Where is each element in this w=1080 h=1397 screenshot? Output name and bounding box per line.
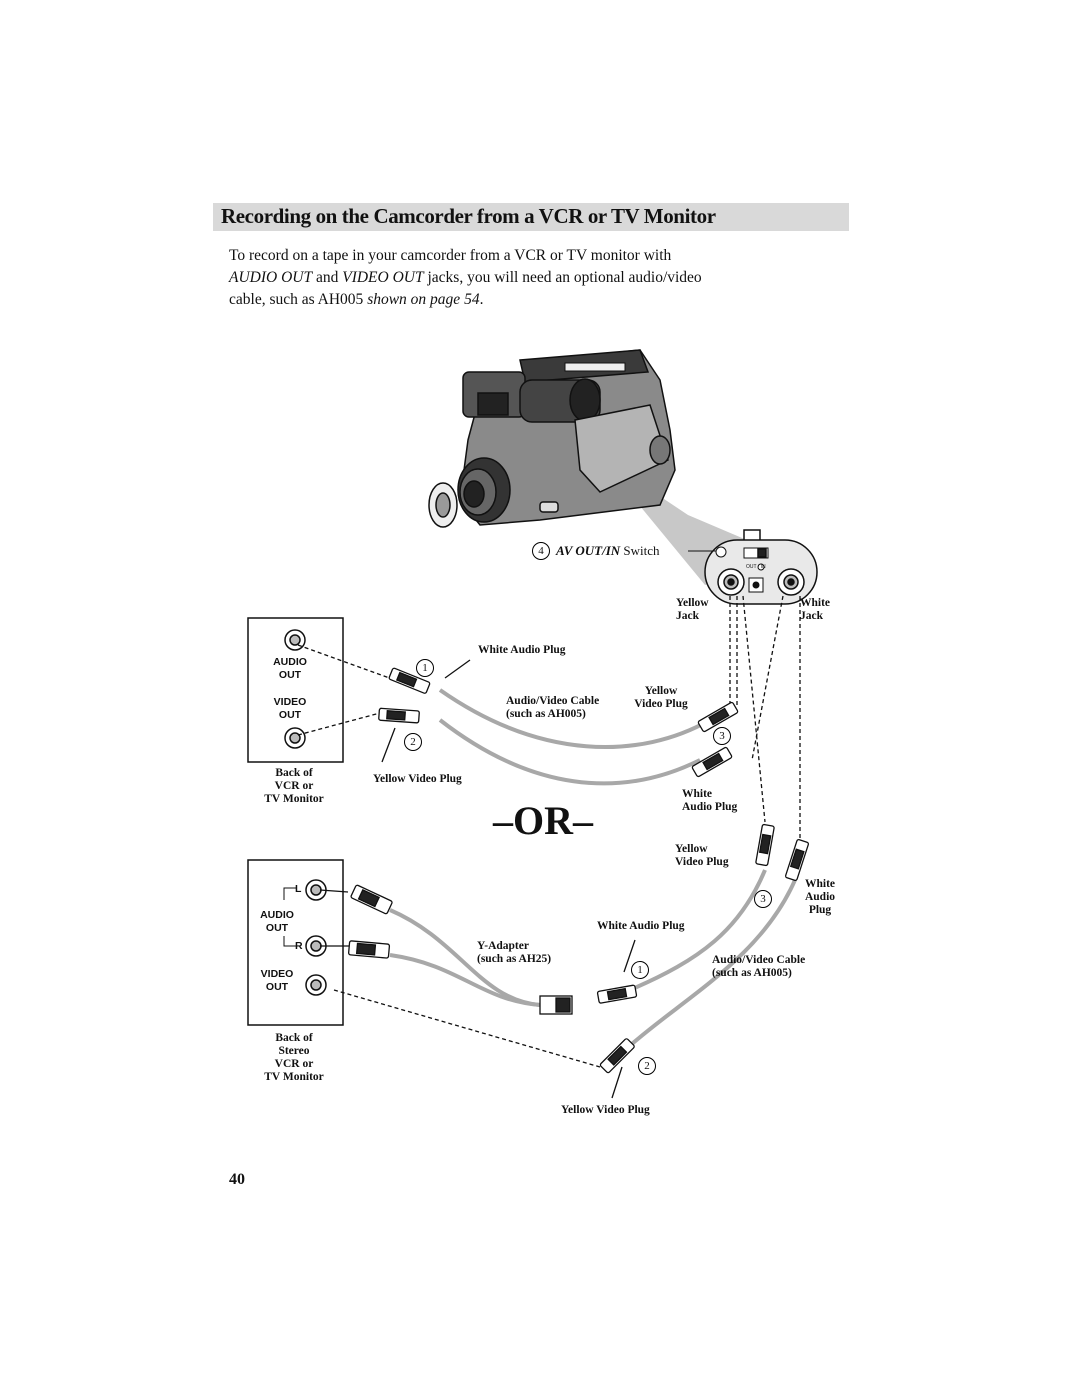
- callout-2-diagram2: 2: [638, 1057, 656, 1075]
- av-jack-panel: [688, 529, 818, 605]
- page-reference: shown on page 54: [367, 291, 480, 308]
- video-out-label-2: VIDEO OUT: [260, 968, 294, 993]
- yellow-jack-label: Yellow Jack: [676, 597, 709, 622]
- yellow-video-plug-label-bottom-2: Yellow Video Plug: [561, 1104, 650, 1116]
- av-cable-label-2: Audio/Video Cable (such as AH005): [712, 954, 806, 979]
- callout-2-diagram1: 2: [404, 733, 422, 751]
- page-number: 40: [229, 1171, 245, 1188]
- vcr-back-panel-1: [247, 617, 344, 763]
- video-out-label-1: VIDEO OUT: [273, 696, 307, 721]
- cable-set-1: [297, 595, 801, 840]
- section-title: Recording on the Camcorder from a VCR or…: [221, 204, 716, 228]
- y-adapter-label: Y-Adapter (such as AH25): [477, 940, 552, 965]
- white-audio-plug-label-2: White Audio Plug: [597, 920, 685, 932]
- intro-paragraph: To record on a tape in your camcorder fr…: [229, 245, 829, 311]
- callout-3-diagram2: 3: [754, 890, 772, 908]
- white-audio-plug-label-right-1: White Audio Plug: [682, 788, 738, 813]
- out-in-small-label: OUT / IN: [746, 564, 766, 570]
- intro-line-2: jacks, you will need an optional audio/v…: [423, 269, 702, 286]
- white-audio-plug-label-right-2: White Audio Plug: [804, 878, 836, 916]
- audio-out-term: AUDIO OUT: [229, 269, 313, 286]
- audio-out-label-2: AUDIO OUT: [260, 909, 294, 934]
- yellow-video-plug-label-left-1: Yellow Video Plug: [373, 773, 462, 785]
- switch-word: Switch: [620, 543, 660, 558]
- plugs-set-2: [348, 823, 810, 1099]
- cable-set-2: [319, 869, 797, 1068]
- camcorder-illustration: [428, 349, 782, 585]
- callout-1-diagram1: 1: [416, 659, 434, 677]
- yellow-video-plug-label-top-2: Yellow Video Plug: [675, 843, 729, 868]
- yellow-video-plug-label-right-1: Yellow Video Plug: [634, 685, 688, 710]
- back-of-stereo-vcr-label: Back of Stereo VCR or TV Monitor: [264, 1032, 324, 1083]
- white-jack-label: White Jack: [800, 597, 831, 622]
- back-of-vcr-label-1: Back of VCR or TV Monitor: [264, 767, 324, 805]
- vcr-back-panel-2: [247, 859, 344, 1026]
- intro-line-3: cable, such as AH005: [229, 291, 368, 308]
- callout-4: 4: [532, 542, 550, 560]
- av-out-in-term: AV OUT/IN: [556, 543, 621, 558]
- section-title-bar: Recording on the Camcorder from a VCR or…: [213, 203, 849, 231]
- or-divider: –OR–: [493, 798, 593, 843]
- intro-line-1: To record on a tape in your camcorder fr…: [229, 247, 672, 264]
- white-audio-plug-label-1: White Audio Plug: [478, 644, 566, 656]
- av-cable-label-1: Audio/Video Cable (such as AH005): [506, 695, 600, 720]
- av-out-in-switch-label: AV OUT/IN Switch: [556, 544, 660, 557]
- intro-and: and: [312, 269, 343, 286]
- video-out-term: VIDEO OUT: [342, 269, 424, 286]
- r-channel-label: R: [295, 940, 303, 952]
- plugs-set-1: [378, 659, 739, 778]
- audio-out-label-1: AUDIO OUT: [273, 656, 307, 681]
- l-channel-label: L: [295, 883, 302, 895]
- intro-period: .: [479, 291, 484, 308]
- callout-3-diagram1: 3: [713, 727, 731, 745]
- callout-1-diagram2: 1: [631, 961, 649, 979]
